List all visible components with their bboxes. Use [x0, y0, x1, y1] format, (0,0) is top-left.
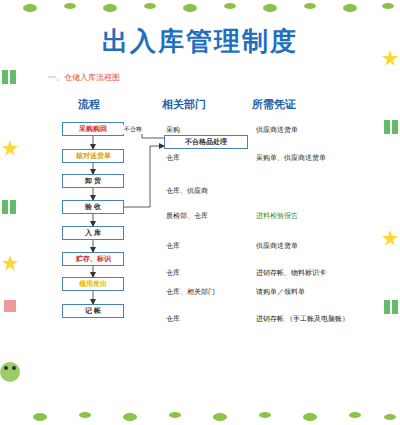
column-header: 一、仓储入库流程图 [48, 72, 120, 83]
star-decoration [2, 50, 398, 271]
table-cell: 仓库 [166, 153, 180, 163]
node-text: 采购购回 [79, 124, 107, 134]
flow-arrow [93, 266, 94, 277]
flow-arrow [93, 188, 94, 200]
column-header: 流程 [78, 97, 100, 112]
table-cell: 质检部、仓库 [166, 211, 208, 221]
table-cell: 仓库 [166, 314, 180, 324]
node-text: 入 库 [85, 228, 101, 238]
flow-arrow [93, 163, 94, 174]
table-cell: 仓库 [166, 241, 180, 251]
process-box: 入 库 [62, 226, 124, 240]
flow-arrow [93, 214, 94, 226]
node-text: 领用发出 [79, 279, 107, 289]
column-header: 相关部门 [162, 97, 206, 112]
table-cell: 仓库、相关部门 [166, 287, 215, 297]
table-cell: 仓库、供应商 [166, 186, 208, 196]
process-box: 核对送货单 [62, 149, 124, 163]
table-cell: 进料检验报告 [256, 211, 298, 221]
process-box: 记 帐 [62, 304, 124, 318]
table-cell: 进销存帐、物料标识卡 [256, 268, 326, 278]
process-box: 采购购回 [62, 122, 124, 136]
node-text: 验 收 [85, 202, 101, 212]
flow-arrow [124, 146, 164, 207]
table-cell: 进销存帐 （手工账及电脑账） [256, 314, 349, 324]
process-box: 卸 货 [62, 174, 124, 188]
node-text: 核对送货单 [76, 151, 111, 161]
flow-arrow [93, 240, 94, 252]
table-cell: 采购单、供应商送货单 [256, 153, 326, 163]
node-text: 卸 货 [85, 176, 101, 186]
edge-label: 不合格 [123, 125, 143, 134]
node-text: 贮存、标识 [76, 254, 111, 264]
table-cell: 供应商送货单 [256, 241, 298, 251]
process-box: 验 收 [62, 200, 124, 214]
gift-boxes [2, 70, 398, 314]
table-cell: 仓库 [166, 268, 180, 278]
leaf-border [23, 3, 396, 421]
column-header: 所需凭证 [252, 97, 296, 112]
table-cell: 供应商送货单 [256, 125, 298, 135]
page-title: 出入库管理制度 [0, 24, 400, 59]
node-text: 不合格品处理 [185, 137, 227, 147]
flow-arrow [93, 136, 94, 149]
side-process-box: 不合格品处理 [164, 135, 248, 149]
process-box: 领用发出 [62, 277, 124, 291]
table-cell: 请购单／领料单 [256, 287, 305, 297]
frog-decoration [0, 362, 20, 382]
table-cell: 采购 [166, 125, 180, 135]
flow-arrow [93, 291, 94, 304]
process-box: 贮存、标识 [62, 252, 124, 266]
node-text: 记 帐 [85, 306, 101, 316]
